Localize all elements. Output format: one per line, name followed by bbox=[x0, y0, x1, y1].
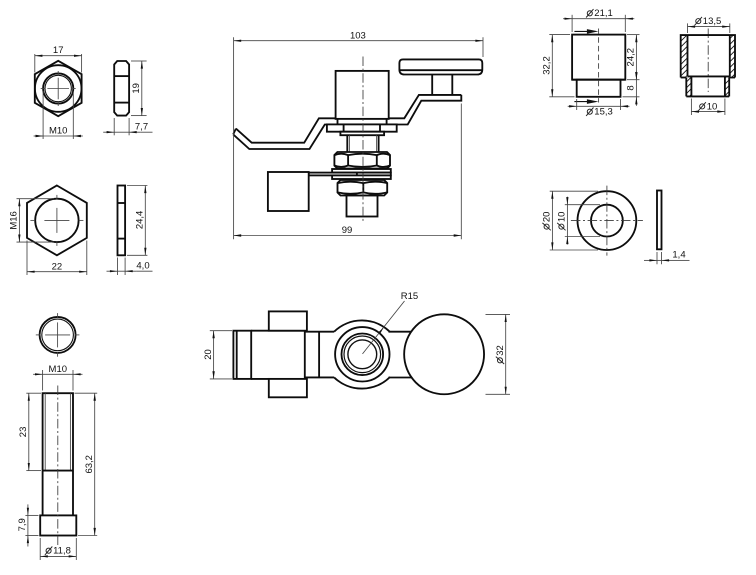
svg-text:15,3: 15,3 bbox=[594, 107, 613, 118]
svg-text:4,0: 4,0 bbox=[136, 261, 149, 272]
svg-text:63,2: 63,2 bbox=[84, 455, 95, 474]
svg-text:20: 20 bbox=[542, 212, 553, 223]
svg-text:103: 103 bbox=[350, 30, 366, 41]
svg-text:R15: R15 bbox=[401, 291, 418, 302]
svg-text:24,2: 24,2 bbox=[626, 48, 637, 66]
svg-text:M10: M10 bbox=[49, 126, 67, 137]
svg-text:23: 23 bbox=[18, 427, 29, 438]
svg-text:24,4: 24,4 bbox=[135, 211, 146, 230]
svg-text:10: 10 bbox=[707, 101, 718, 112]
svg-text:32,2: 32,2 bbox=[542, 56, 553, 75]
svg-text:17: 17 bbox=[53, 45, 64, 56]
svg-text:20: 20 bbox=[203, 349, 214, 360]
svg-text:19: 19 bbox=[131, 83, 142, 94]
svg-text:7,7: 7,7 bbox=[135, 122, 148, 133]
svg-text:99: 99 bbox=[342, 225, 353, 236]
svg-text:7,9: 7,9 bbox=[17, 518, 28, 531]
svg-text:22: 22 bbox=[52, 261, 63, 272]
svg-text:21,1: 21,1 bbox=[594, 8, 613, 19]
svg-text:32: 32 bbox=[495, 345, 506, 356]
svg-text:13,5: 13,5 bbox=[703, 16, 722, 27]
svg-text:M16: M16 bbox=[9, 211, 20, 229]
svg-text:11,8: 11,8 bbox=[53, 546, 71, 557]
svg-text:M10: M10 bbox=[49, 364, 67, 375]
svg-text:1,4: 1,4 bbox=[672, 250, 685, 261]
svg-text:8: 8 bbox=[626, 85, 637, 90]
svg-text:10: 10 bbox=[556, 212, 567, 223]
